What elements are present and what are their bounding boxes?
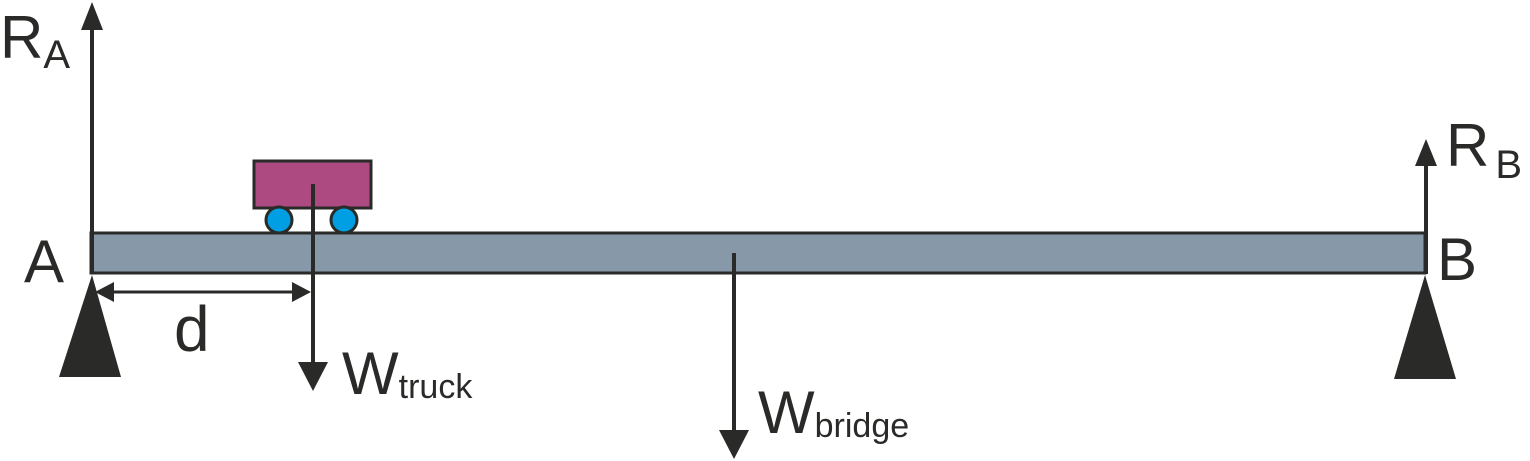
support-a [59,275,121,377]
label-w-truck: Wtruck [342,340,473,407]
label-point-b: B [1437,226,1477,293]
weight-arrow-bridge [719,253,749,459]
truck-wheel-left [264,205,294,235]
label-point-a: A [24,228,64,295]
bridge-beam [89,231,1427,275]
reaction-arrow-b [1415,139,1437,274]
distance-dimension [95,282,311,302]
label-distance: d [174,293,210,365]
reaction-arrow-a [81,2,103,274]
weight-arrow-truck [298,184,328,391]
label-ra: RA [0,4,70,77]
label-w-bridge: Wbridge [758,379,909,446]
truck-wheel-right [329,205,359,235]
support-b [1394,275,1456,379]
